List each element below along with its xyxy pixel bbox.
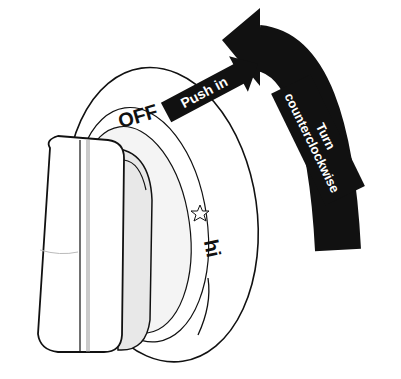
turn-arrow: Turn counterclockwise: [274, 76, 362, 204]
knob: [38, 136, 152, 352]
flame-symbol: [191, 205, 209, 221]
arrow-outline: [157, 46, 268, 130]
range-line: [198, 278, 209, 335]
band-fill: [271, 75, 365, 206]
